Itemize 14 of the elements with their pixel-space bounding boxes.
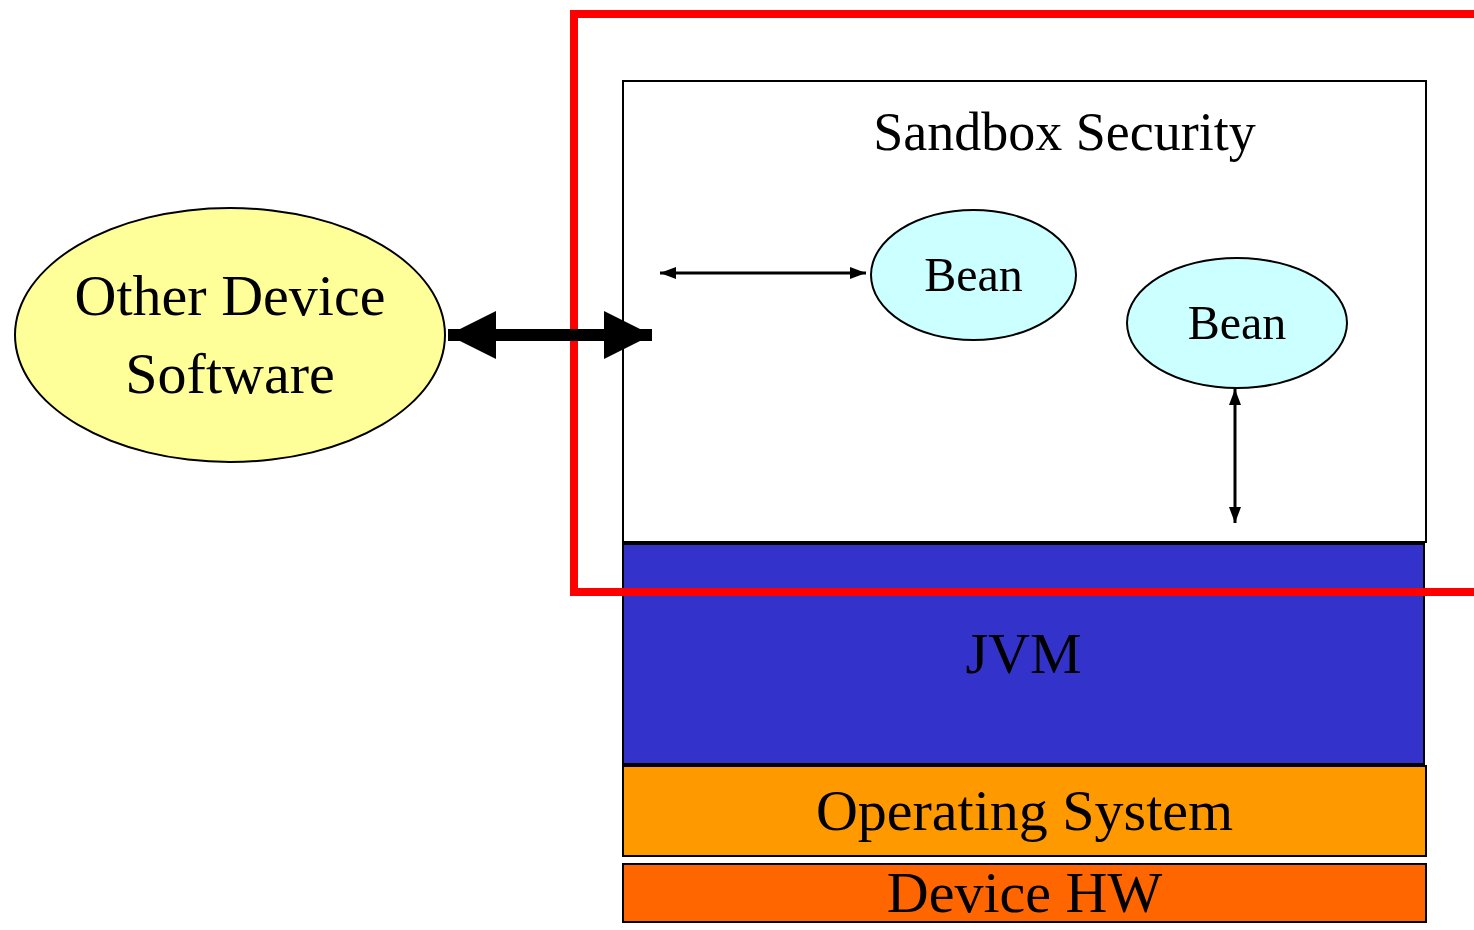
layer-bar (622, 863, 1427, 923)
container-box (622, 80, 1427, 543)
double-arrow (660, 267, 866, 279)
node-label: Sandbox Security (873, 101, 1256, 164)
node-label: Operating System (815, 776, 1234, 845)
double-arrow (448, 311, 652, 359)
node-label: Device HW (886, 858, 1163, 927)
node-label: JVM (965, 619, 1082, 688)
layer-bar (622, 765, 1427, 857)
double-arrow (1229, 389, 1241, 523)
node-label: Bean (923, 246, 1024, 303)
layer-bar (622, 543, 1425, 765)
node-label: Bean (1186, 294, 1288, 351)
node-label: Other Device Software (73, 261, 387, 408)
